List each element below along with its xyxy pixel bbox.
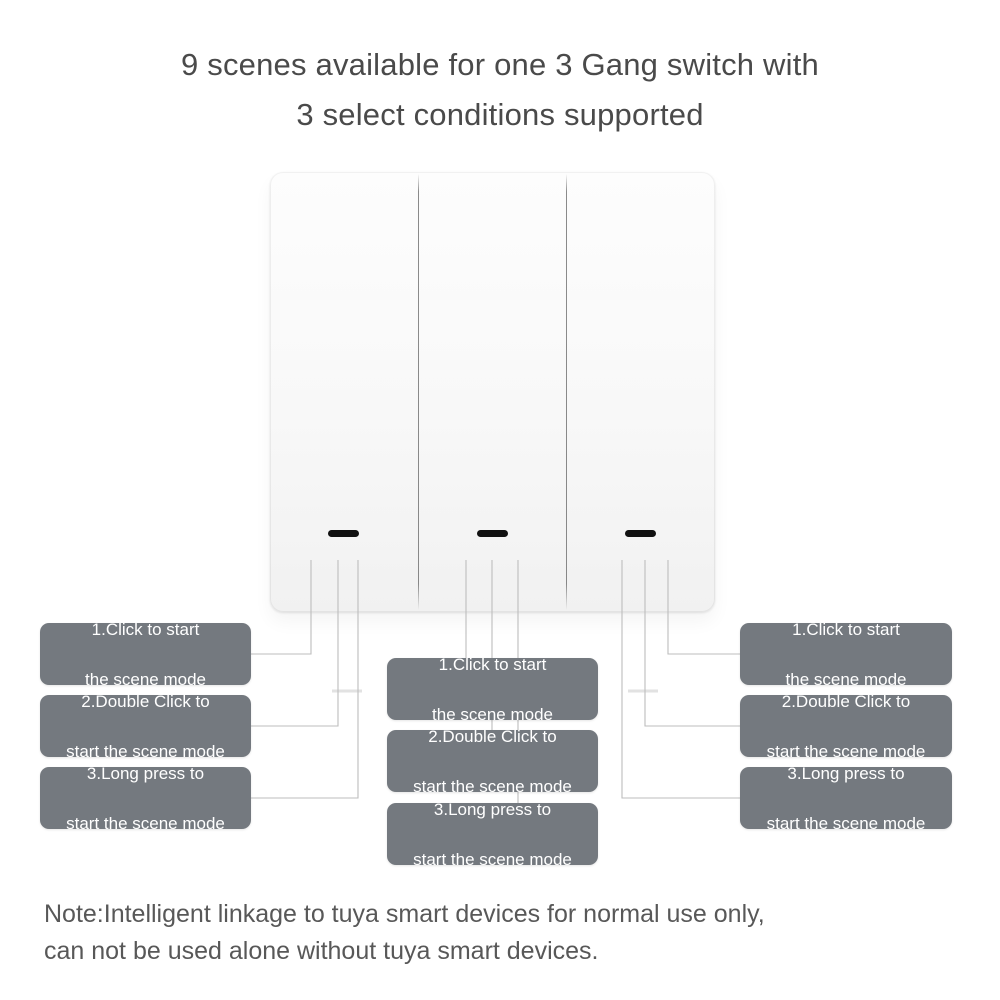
label-center-long-press-text: 3.Long press to start the scene mode [413, 799, 572, 869]
label-left-double-click-text: 2.Double Click to start the scene mode [66, 691, 225, 761]
label-right-long-press[interactable]: 3.Long press to start the scene mode [740, 764, 952, 833]
gang-divider-right [566, 174, 567, 610]
switch-gang-center[interactable] [418, 172, 566, 612]
footer-note-line-1: Note:Intelligent linkage to tuya smart d… [44, 900, 765, 928]
switch-panel [270, 172, 715, 612]
label-left-click-text: 1.Click to start the scene mode [85, 619, 206, 689]
label-right-double-click-text: 2.Double Click to start the scene mode [766, 691, 926, 761]
footer-note-line-2: can not be used alone without tuya smart… [44, 937, 599, 965]
page-title-line-2: 3 select conditions supported [296, 97, 704, 132]
gang-divider-left [418, 174, 419, 610]
label-right-double-click[interactable]: 2.Double Click to start the scene mode [740, 692, 952, 761]
page-title: 9 scenes available for one 3 Gang switch… [0, 40, 1000, 140]
switch-gang-left[interactable] [270, 172, 418, 612]
footer-note: Note:Intelligent linkage to tuya smart d… [44, 896, 964, 970]
label-center-long-press[interactable]: 3.Long press to start the scene mode [387, 800, 598, 869]
label-left-long-press[interactable]: 3.Long press to start the scene mode [40, 764, 251, 833]
label-left-click[interactable]: 1.Click to start the scene mode [40, 620, 251, 689]
label-center-click-text: 1.Click to start the scene mode [432, 654, 553, 724]
label-center-click[interactable]: 1.Click to start the scene mode [387, 655, 598, 724]
page-title-line-1: 9 scenes available for one 3 Gang switch… [181, 47, 819, 82]
label-right-click[interactable]: 1.Click to start the scene mode [740, 620, 952, 689]
switch-gang-right[interactable] [566, 172, 715, 612]
label-right-click-text: 1.Click to start the scene mode [785, 619, 907, 689]
led-indicator-right [625, 530, 656, 537]
label-right-long-press-text: 3.Long press to start the scene mode [766, 763, 926, 833]
label-center-double-click-text: 2.Double Click to start the scene mode [413, 726, 572, 796]
label-left-double-click[interactable]: 2.Double Click to start the scene mode [40, 692, 251, 761]
led-indicator-center [477, 530, 508, 537]
led-indicator-left [328, 530, 359, 537]
label-left-long-press-text: 3.Long press to start the scene mode [66, 763, 225, 833]
label-center-double-click[interactable]: 2.Double Click to start the scene mode [387, 727, 598, 796]
